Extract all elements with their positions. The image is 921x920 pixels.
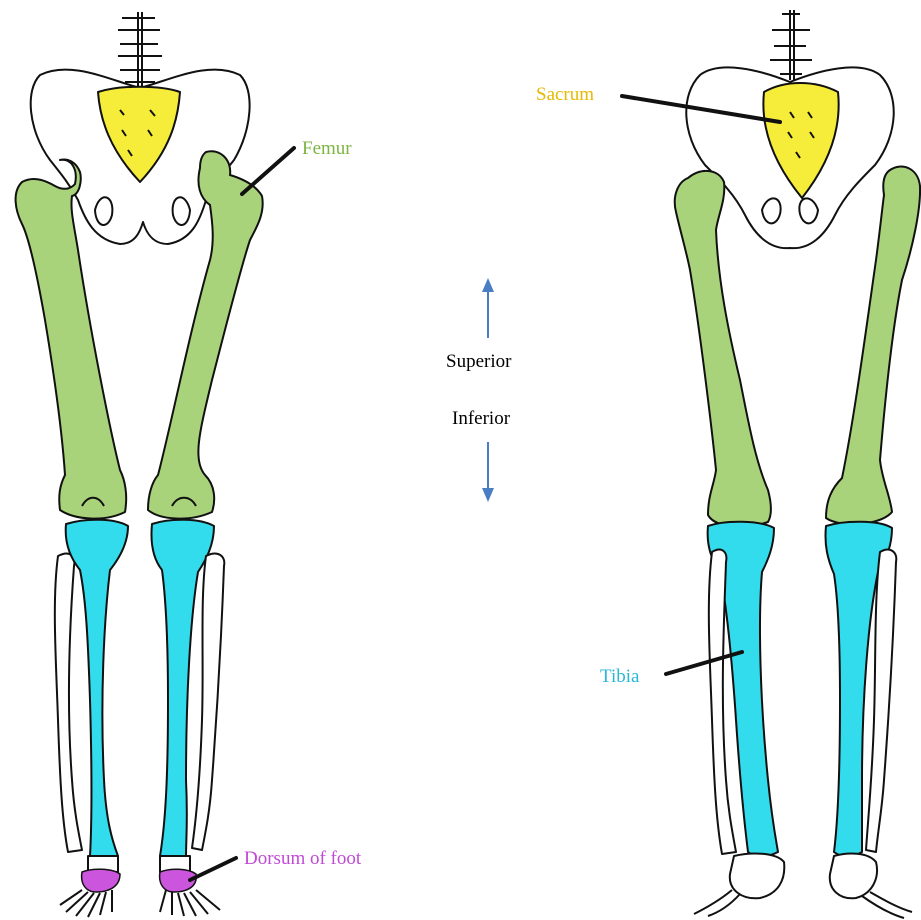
fibula-anterior-left <box>55 554 82 852</box>
lumbar-spine-posterior <box>770 10 812 80</box>
sacrum-label: Sacrum <box>536 84 594 105</box>
posterior-skeleton <box>675 10 920 918</box>
femur-leader-line <box>242 148 294 194</box>
anterior-skeleton <box>16 12 263 917</box>
fibula-anterior-right <box>192 554 224 850</box>
superior-label: Superior <box>446 351 512 372</box>
foot-anterior-left <box>60 869 120 917</box>
inferior-arrow <box>482 442 494 502</box>
foot-posterior-left <box>694 854 784 916</box>
foot-anterior-right <box>160 869 220 916</box>
foot-posterior-right <box>830 854 912 918</box>
superior-arrow <box>482 278 494 338</box>
tibia-label: Tibia <box>600 666 640 687</box>
tibia-leader-line <box>666 652 742 674</box>
inferior-label: Inferior <box>452 408 511 429</box>
dorsum-leader-line <box>190 858 236 880</box>
dorsum-of-foot-label: Dorsum of foot <box>244 848 362 869</box>
femur-label: Femur <box>302 138 352 159</box>
femur-posterior-right <box>826 167 920 525</box>
lumbar-spine-anterior <box>118 12 162 88</box>
